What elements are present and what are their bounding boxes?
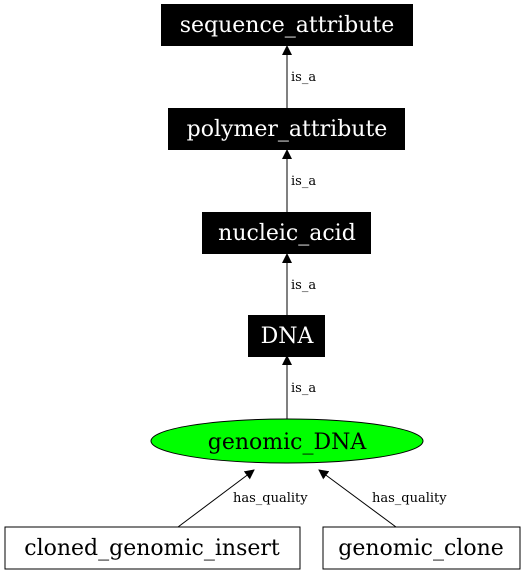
node-dna: DNA [248, 315, 325, 357]
edge-label: has_quality [233, 491, 308, 506]
node-polymer-attribute: polymer_attribute [168, 108, 405, 150]
node-cloned-genomic-insert: cloned_genomic_insert [4, 526, 301, 570]
node-genomic-dna: genomic_DNA [150, 418, 424, 464]
edge-label: is_a [291, 278, 316, 293]
node-label: genomic_clone [338, 536, 504, 561]
edge-label: is_a [291, 70, 316, 85]
edge-cloned-insert-to-genomic-dna: has_quality [177, 469, 308, 528]
edge-label: has_quality [372, 491, 447, 506]
node-label: genomic_DNA [208, 430, 368, 455]
node-label: polymer_attribute [187, 117, 388, 142]
node-label: DNA [261, 324, 315, 349]
edge-polymer-to-sequence: is_a [282, 45, 316, 110]
node-sequence-attribute: sequence_attribute [161, 4, 413, 46]
node-label: sequence_attribute [180, 13, 395, 38]
edge-genomic-clone-to-genomic-dna: has_quality [318, 469, 447, 528]
node-nucleic-acid: nucleic_acid [202, 212, 371, 254]
edge-nucleic-to-polymer: is_a [282, 149, 316, 212]
edge-label: is_a [291, 381, 316, 396]
edge-genomic-dna-to-dna: is_a [282, 355, 316, 419]
node-genomic-clone: genomic_clone [322, 526, 521, 570]
edge-label: is_a [291, 174, 316, 189]
node-label: cloned_genomic_insert [24, 536, 280, 561]
edge-dna-to-nucleic: is_a [282, 253, 316, 315]
node-label: nucleic_acid [218, 221, 356, 246]
